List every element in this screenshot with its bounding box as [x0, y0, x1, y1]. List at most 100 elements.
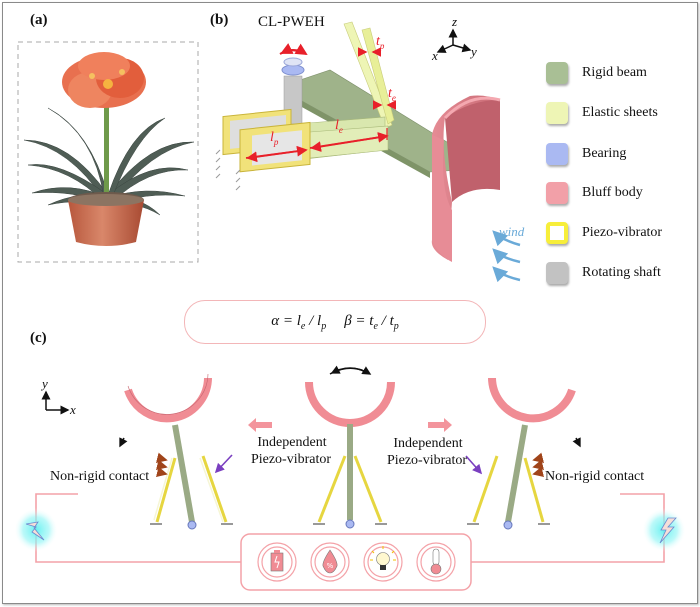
center-configuration: [248, 365, 452, 529]
left-piezo-pointer-arrow: [214, 454, 233, 474]
flower-stem: [104, 105, 109, 200]
wind-label: wind: [499, 224, 525, 239]
t-symbol-2: t: [389, 312, 394, 329]
left-bluff-outline: [127, 373, 209, 415]
lp-subscript: p: [273, 136, 279, 147]
bluff-inner: [445, 98, 500, 202]
lp-label: lp: [270, 130, 278, 147]
legend-label: Rigid beam: [582, 65, 647, 80]
humidity-drop-icon: %: [310, 542, 350, 582]
left-elastic-1: [153, 457, 173, 521]
formula-beta: β = te / tp: [344, 313, 399, 332]
battery-icon: [257, 542, 297, 582]
left-bluff-body: [124, 377, 212, 423]
legend-item-bearing: Bearing: [546, 141, 626, 167]
equals-sign-1: =: [282, 312, 293, 329]
svg-text:%: %: [327, 562, 334, 570]
wind-arrows: [492, 230, 521, 283]
legend-swatch-elastic-sheets: [546, 102, 568, 124]
legend-swatch-bearing: [546, 143, 568, 165]
left-elastic-2: [199, 457, 224, 523]
right-piezo-label-line1: Independent: [393, 436, 463, 451]
right-piezo-2: [523, 457, 545, 523]
e-subscript-2: e: [373, 320, 378, 332]
axes-3d: [436, 28, 472, 53]
slash-2: /: [381, 312, 386, 329]
load-icons: %: [257, 542, 456, 582]
plant-photo: [17, 41, 199, 263]
axes-2d: [41, 390, 70, 415]
legend-swatch-rotating-shaft: [546, 262, 568, 284]
le-subscript: e: [338, 124, 343, 135]
formula-alpha: α = le / lp: [271, 313, 326, 332]
panel-b-label: (b): [210, 12, 229, 28]
light-bulb-icon: [363, 542, 403, 582]
thermometer-icon: [416, 542, 456, 582]
piezo-front-inner: [252, 130, 302, 166]
center-piezo-2: [353, 455, 383, 523]
panel-c-label: (c): [30, 330, 47, 346]
axis-x-label: x: [432, 48, 438, 63]
flower-pot: [68, 192, 144, 246]
axis-y-label: y: [471, 44, 477, 59]
p-subscript-2: p: [393, 320, 399, 332]
right-piezo-label-line2: Piezo-vibrator: [386, 453, 468, 468]
elastic-sheet-upper-2: [361, 27, 395, 125]
axis-z-label: z: [452, 14, 458, 29]
legend-item-rigid-beam: Rigid beam: [546, 60, 647, 86]
device-3d-model: [215, 21, 521, 283]
legend-label: Rotating shaft: [582, 265, 661, 280]
l-symbol-1: l: [296, 312, 301, 329]
lp-symbol: l: [270, 130, 274, 145]
right-bluff-body: [488, 377, 576, 423]
left-piezo-label-line2: Piezo-vibrator: [250, 452, 332, 467]
legend-label: Bluff body: [582, 185, 643, 200]
t-symbol-1: t: [369, 312, 374, 329]
legend-item-rotating-shaft: Rotating shaft: [546, 260, 661, 286]
axis-2d-y-label: y: [42, 376, 48, 391]
legend-label: Piezo-vibrator: [582, 225, 663, 240]
bearing-top-ring: [283, 57, 303, 67]
e-subscript-1: e: [300, 320, 306, 332]
slash-1: /: [309, 312, 314, 329]
le-label: le: [335, 118, 343, 135]
right-piezo-pointer-arrow: [465, 455, 483, 475]
right-lightning-icon: [659, 517, 677, 544]
left-contact-arrows: [155, 452, 168, 478]
te-label: te: [388, 86, 396, 103]
right-contact-arrows: [532, 452, 545, 478]
axis-2d-x-label: x: [70, 402, 76, 417]
rotation-arrow-back: [280, 43, 301, 54]
right-shift-arrow: [428, 418, 452, 432]
center-bearing: [345, 519, 355, 529]
bluff-rim: [443, 96, 501, 120]
right-bearing: [503, 520, 513, 530]
tp-symbol: t: [376, 34, 380, 49]
p-subscript-1: p: [321, 320, 327, 332]
left-piezo-2: [201, 455, 228, 523]
device-title: CL-PWEH: [258, 14, 325, 30]
right-piezo-1: [472, 455, 499, 523]
legend-item-bluff-body: Bluff body: [546, 180, 643, 206]
left-piezo-label-line1: Independent: [257, 435, 327, 450]
bluff-body-3d: [431, 95, 501, 262]
legend-label: Elastic sheets: [582, 105, 658, 120]
right-motion-arrow: [572, 437, 581, 448]
left-rigid-beam: [172, 424, 195, 523]
alpha-symbol: α: [271, 312, 280, 329]
tp-label: tp: [376, 34, 384, 51]
load-box: [240, 533, 472, 591]
center-bluff-body: [305, 381, 395, 427]
left-piezo-1: [155, 457, 177, 523]
left-configuration: [119, 373, 233, 530]
bluff-front: [432, 135, 452, 262]
photo-dashed-border: [17, 41, 199, 263]
legend-label: Bearing: [582, 146, 627, 161]
left-motion-arrow: [119, 437, 128, 448]
legend-item-elastic-sheets: Elastic sheets: [546, 100, 658, 126]
left-lightning-icon: [25, 521, 45, 541]
legend-swatch-bluff-body: [546, 182, 568, 204]
equals-sign-2: =: [355, 312, 366, 329]
left-bearing: [187, 520, 197, 530]
te-subscript: e: [391, 92, 396, 103]
